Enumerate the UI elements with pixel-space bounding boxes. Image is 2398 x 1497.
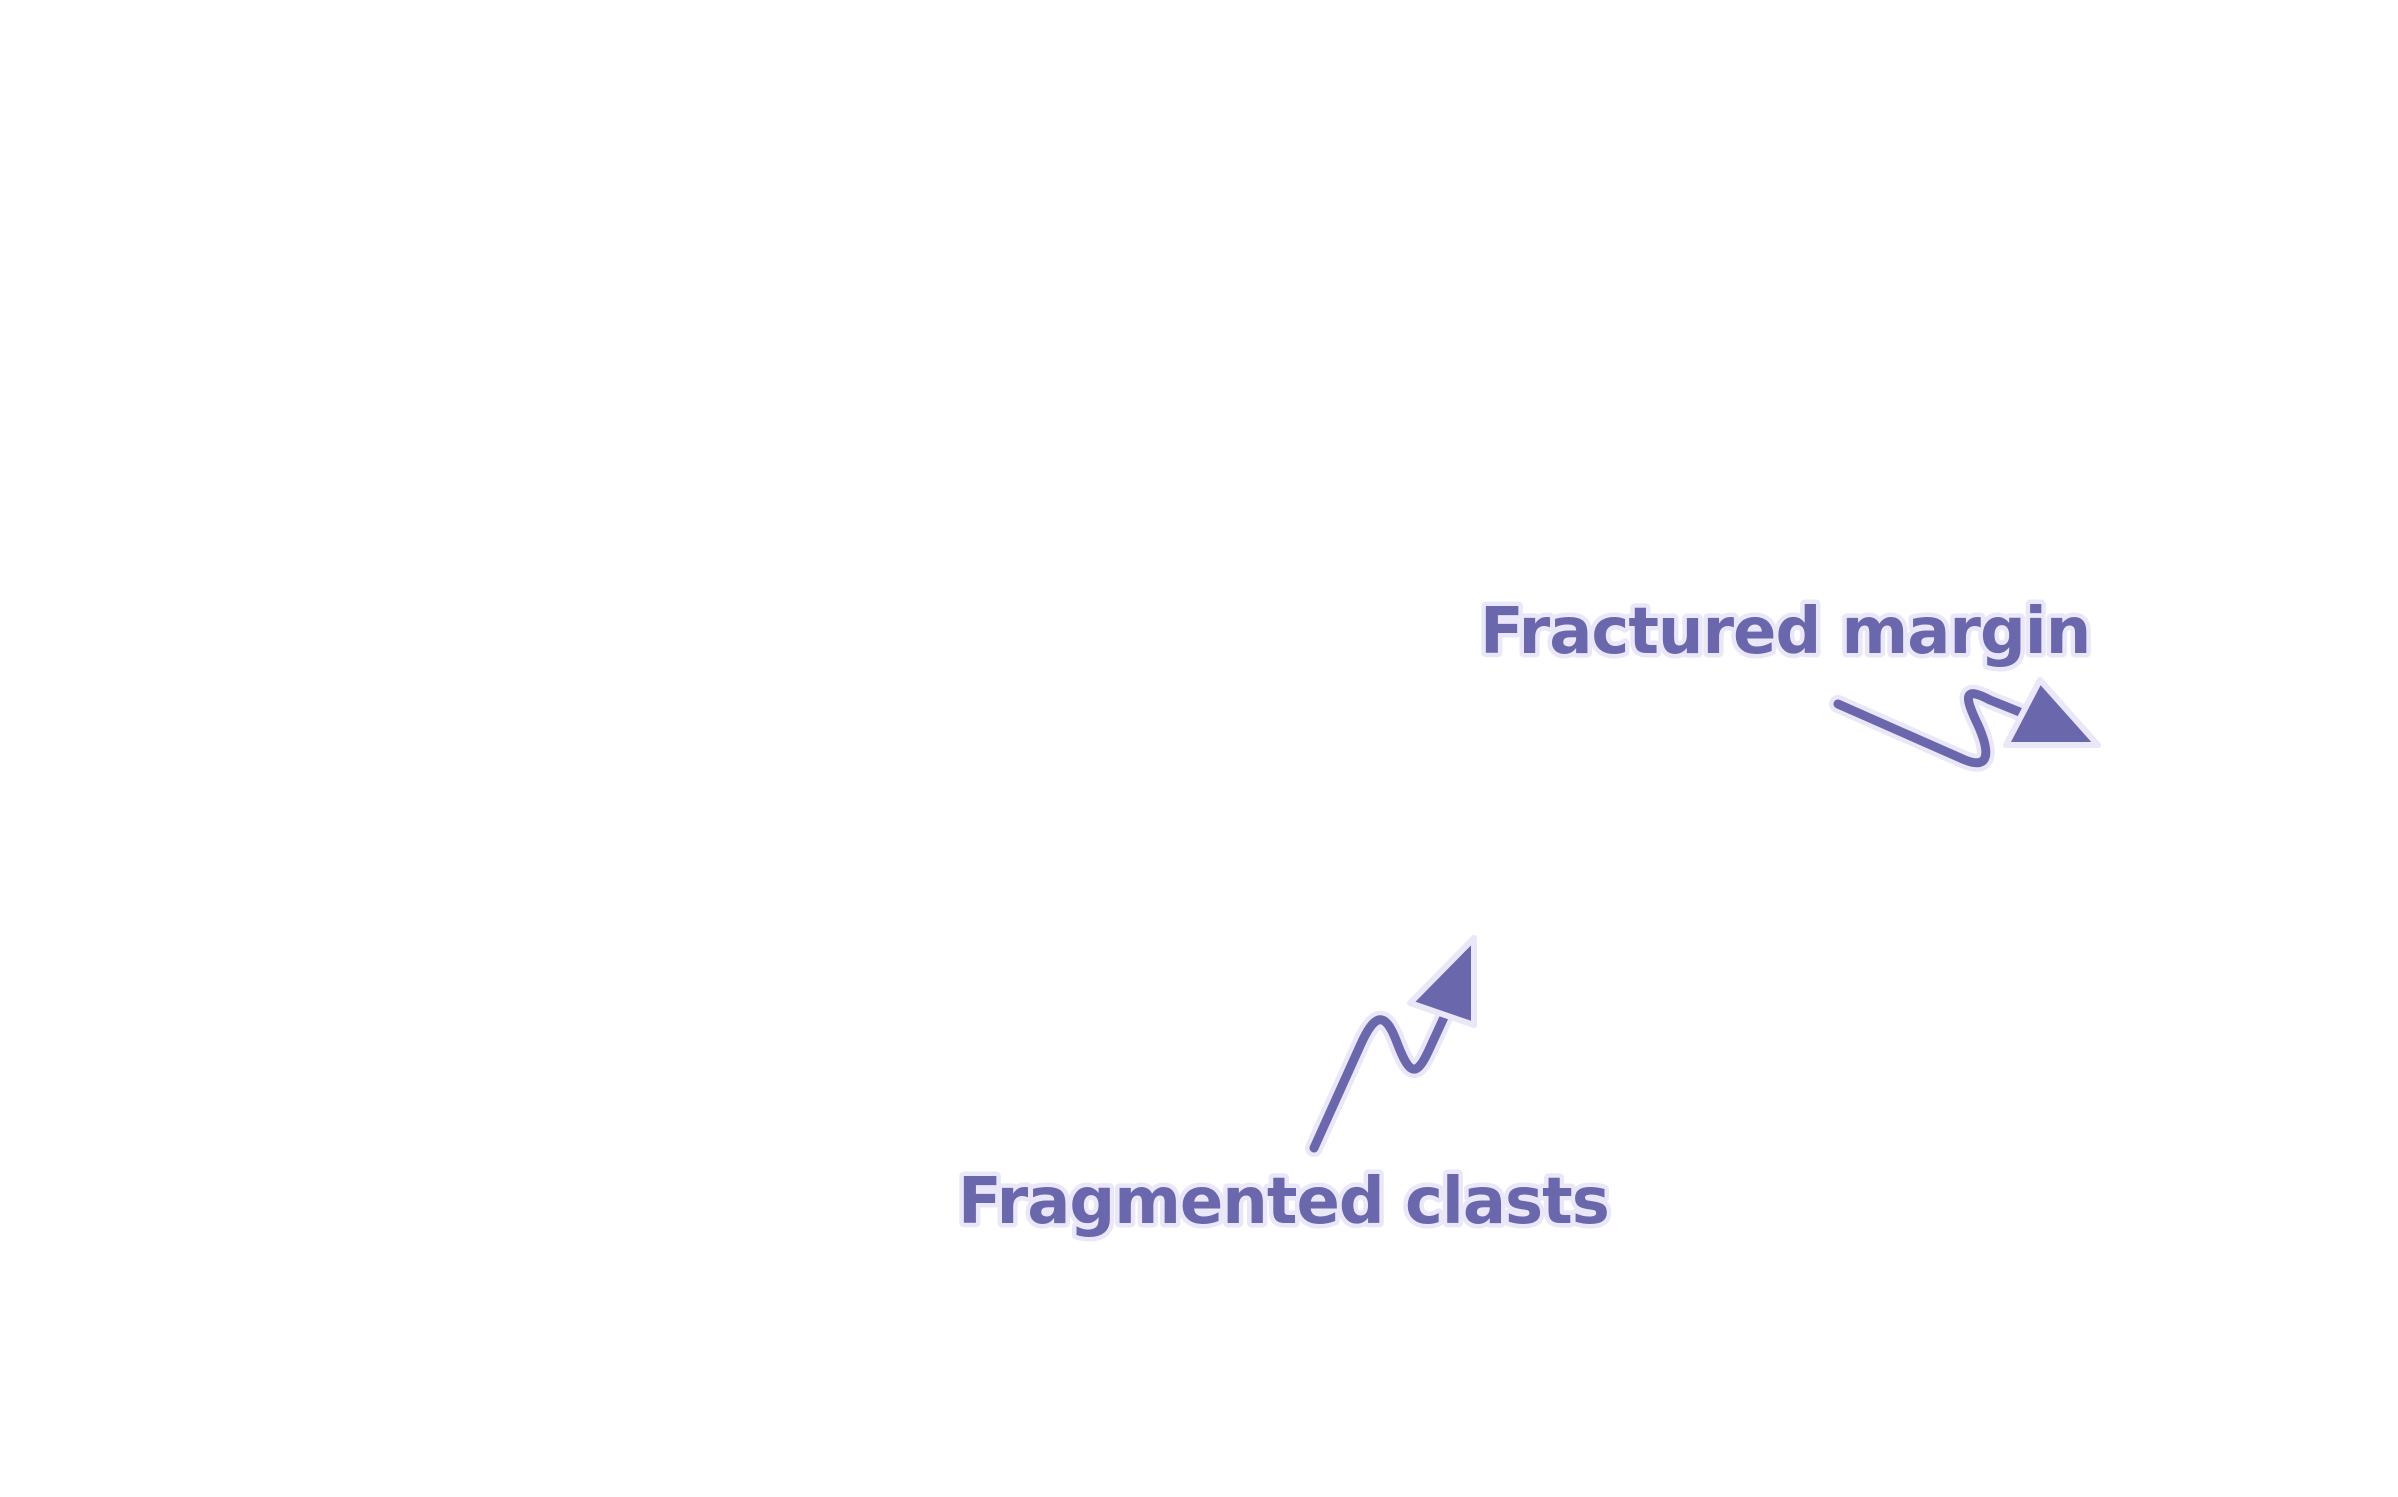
fractured-margin-arrow [1829,677,2101,772]
fractured-margin-label: Fractured margin [1480,595,2090,669]
fragmented-clasts-arrow-head [1407,935,1477,1028]
fragmented-clasts-label: Fragmented clasts [958,1165,1609,1239]
fragmented-clasts-arrow [1305,935,1477,1157]
fractured-margin-arrow-head [2003,677,2101,748]
